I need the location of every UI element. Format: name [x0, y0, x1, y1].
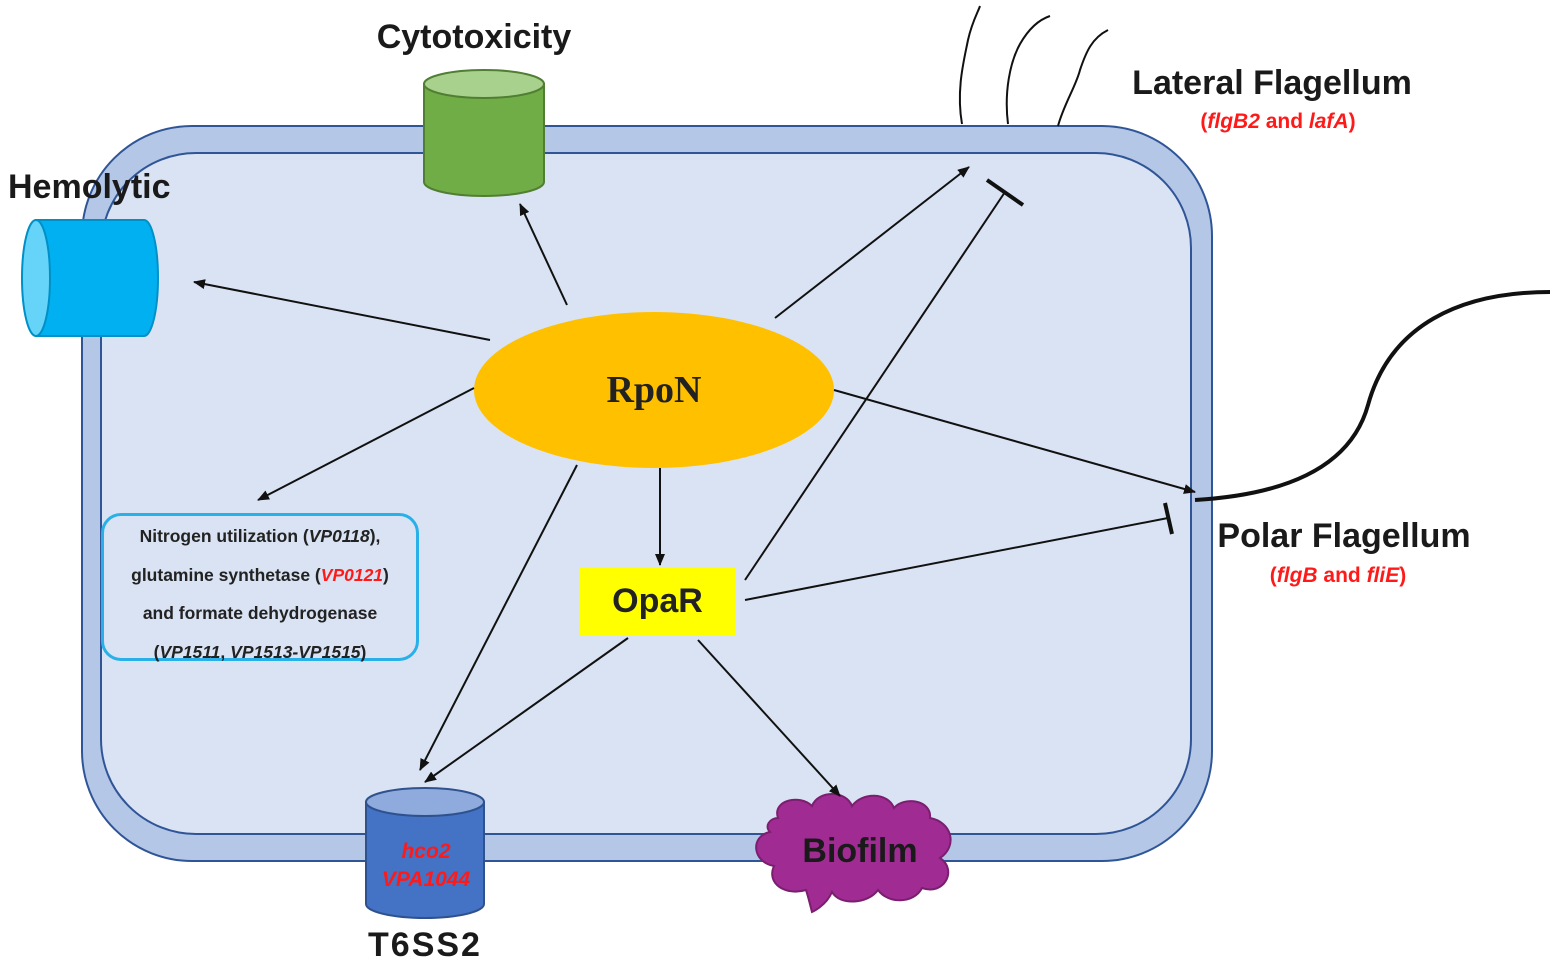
- polar-genes: (flgB and fliE): [1269, 564, 1407, 587]
- nitrogen-box: Nitrogen utilization (VP0118), glutamine…: [101, 513, 419, 662]
- t6ss2-genes: hco2 VPA1044: [368, 838, 484, 894]
- rpon-ellipse: [474, 312, 834, 468]
- rpon-label: RpoN: [606, 369, 702, 411]
- nitrogen-line-1: Nitrogen utilization (VP0118),: [139, 526, 381, 546]
- arrow-rpon-cytotoxicity: [519, 203, 568, 306]
- lateral-flagella: [958, 5, 1109, 127]
- arrow-rpon-lateral: [774, 166, 970, 319]
- inhibit-bar-polar: [1163, 502, 1174, 535]
- inhibition-lines: [744, 178, 1174, 601]
- arrow-opar-t6ss2: [424, 637, 629, 783]
- arrow-opar-biofilm: [697, 639, 841, 797]
- inhibit-opar-lateral: [744, 191, 1006, 581]
- inhibit-opar-polar: [744, 517, 1169, 601]
- lateral-genes: (flgB2 and lafA): [1200, 110, 1356, 133]
- opar-label: OpaR: [612, 581, 703, 620]
- arrow-rpon-nitrogen: [257, 387, 475, 501]
- arrow-rpon-hemolytic: [193, 279, 491, 341]
- biofilm-cloud: [755, 793, 952, 914]
- inhibit-bar-lateral: [985, 178, 1025, 207]
- hemolytic-cylinder: [21, 219, 159, 337]
- arrow-rpon-t6ss2: [419, 464, 578, 771]
- cell-cytoplasm: [100, 152, 1192, 835]
- t6ss2-label: T6SS2: [368, 926, 482, 964]
- activation-arrows: [193, 166, 1196, 797]
- arrow-rpon-polar: [833, 389, 1196, 494]
- t6ss2-cylinder: [365, 787, 485, 919]
- cytotoxicity-label: Cytotoxicity: [376, 18, 572, 56]
- opar-box: OpaR: [580, 567, 735, 635]
- lateral-flagellum-label: Lateral Flagellum: [1132, 64, 1412, 102]
- t6ss2-gene-vpa1044: VPA1044: [381, 868, 471, 891]
- cytotoxicity-cylinder: [423, 69, 545, 197]
- hemolytic-label: Hemolytic: [8, 168, 171, 206]
- polar-flagellum-label: Polar Flagellum: [1217, 517, 1471, 555]
- biofilm-label: Biofilm: [802, 831, 918, 870]
- nitrogen-line-4: (VP1511, VP1513-VP1515): [153, 641, 367, 662]
- nitrogen-line-2: glutamine synthetase (VP0121): [131, 564, 389, 585]
- t6ss2-gene-hco2: hco2: [401, 840, 451, 863]
- polar-flagellum: [1194, 290, 1551, 502]
- nitrogen-line-3: and formate dehydrogenase: [142, 603, 378, 623]
